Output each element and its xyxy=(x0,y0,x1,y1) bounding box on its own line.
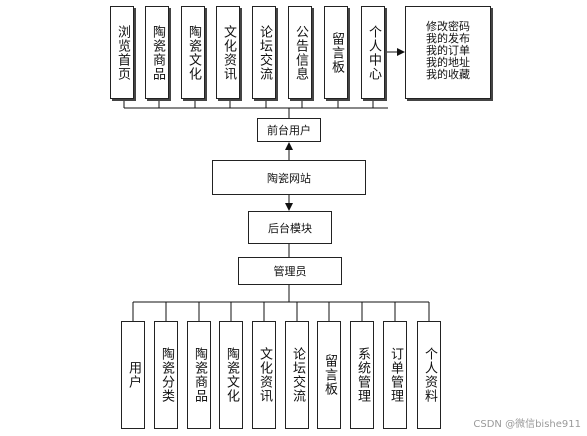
module-label: 陶瓷商品 xyxy=(192,347,207,403)
personal-item-my-address: 我的地址 xyxy=(426,56,470,69)
module-label: 公告信息 xyxy=(293,24,308,81)
watermark: CSDN @微信bishe911 xyxy=(473,419,581,430)
module-ceramic-culture: 陶瓷文化 xyxy=(181,6,205,99)
module-label: 论坛交流 xyxy=(290,347,305,403)
backend-box: 后台模块 xyxy=(248,211,332,244)
admin-module-users: 用户 xyxy=(121,321,145,429)
module-label: 系统管理 xyxy=(355,347,370,403)
module-ceramic-products: 陶瓷商品 xyxy=(145,6,169,99)
admin-box: 管理员 xyxy=(238,257,342,285)
module-label: 论坛交流 xyxy=(257,24,272,81)
module-label: 浏览首页 xyxy=(115,24,130,81)
website-label: 陶瓷网站 xyxy=(267,171,311,185)
module-label: 文化资讯 xyxy=(257,347,272,403)
module-personal-center: 个人中心 xyxy=(361,6,385,99)
admin-module-ceramic-categories: 陶瓷分类 xyxy=(154,321,178,429)
module-label: 个人资料 xyxy=(422,347,437,403)
module-label: 陶瓷商品 xyxy=(150,24,165,81)
personal-item-my-posts: 我的发布 xyxy=(426,32,470,45)
module-label: 用户 xyxy=(126,361,141,389)
backend-label: 后台模块 xyxy=(268,221,312,235)
admin-module-forum: 论坛交流 xyxy=(285,321,309,429)
module-label: 订单管理 xyxy=(388,347,403,403)
front-user-label: 前台用户 xyxy=(267,124,311,137)
module-culture-news: 文化资讯 xyxy=(216,6,240,99)
module-label: 文化资讯 xyxy=(221,24,236,81)
admin-module-order-management: 订单管理 xyxy=(383,321,407,429)
personal-item-my-favorites: 我的收藏 xyxy=(426,68,470,81)
admin-module-ceramic-products: 陶瓷商品 xyxy=(187,321,211,429)
personal-item-change-password: 修改密码 xyxy=(426,20,470,33)
admin-module-message-board: 留言板 xyxy=(317,321,341,429)
front-user-box: 前台用户 xyxy=(257,118,321,142)
module-label: 留言板 xyxy=(329,31,344,74)
website-box: 陶瓷网站 xyxy=(212,160,366,195)
module-message-board: 留言板 xyxy=(324,6,348,99)
module-label: 陶瓷文化 xyxy=(186,24,201,81)
module-label: 陶瓷分类 xyxy=(159,347,174,403)
admin-module-ceramic-culture: 陶瓷文化 xyxy=(219,321,243,429)
module-label: 留言板 xyxy=(322,354,337,396)
module-forum: 论坛交流 xyxy=(252,6,276,99)
module-label: 个人中心 xyxy=(366,24,381,81)
admin-module-culture-news: 文化资讯 xyxy=(252,321,276,429)
personal-item-my-orders: 我的订单 xyxy=(426,44,470,57)
admin-module-profile: 个人资料 xyxy=(417,321,441,429)
module-announcements: 公告信息 xyxy=(288,6,312,99)
admin-module-system-management: 系统管理 xyxy=(350,321,374,429)
module-label: 陶瓷文化 xyxy=(224,347,239,403)
personal-center-items: 修改密码 我的发布 我的订单 我的地址 我的收藏 xyxy=(405,6,491,99)
module-browse-home: 浏览首页 xyxy=(110,6,134,99)
admin-label: 管理员 xyxy=(273,265,307,278)
